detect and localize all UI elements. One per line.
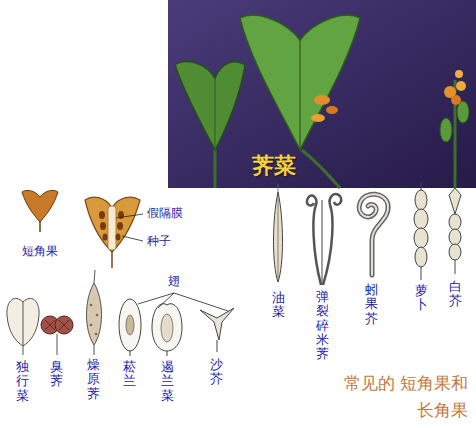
photo-ground — [168, 0, 476, 188]
seed — [314, 95, 330, 105]
bead — [449, 214, 461, 230]
species-label: 油菜 — [272, 291, 285, 320]
septum — [322, 200, 323, 285]
species-label: 弹裂碎米荠 — [316, 290, 329, 361]
bead — [415, 247, 427, 267]
coiled-valve — [323, 194, 341, 285]
silicle-figure — [22, 190, 143, 268]
bead — [449, 229, 461, 245]
bead — [414, 209, 428, 229]
part-label: 假隔膜 — [147, 206, 183, 220]
flower — [455, 70, 463, 78]
bead — [414, 228, 428, 248]
coiled-valve — [307, 196, 321, 285]
photo-title: 荠菜 — [252, 153, 296, 179]
silicle — [22, 190, 58, 222]
dot — [96, 314, 99, 317]
flower — [456, 81, 466, 91]
species-label: 萝卜 — [415, 284, 428, 313]
species-label: 蚓果芥 — [365, 283, 378, 326]
midrib — [215, 78, 216, 150]
fruit-texture — [45, 320, 69, 330]
species-label: 白芥 — [449, 280, 462, 309]
seed — [311, 114, 325, 122]
beak — [449, 188, 461, 214]
coiled-silique — [359, 194, 388, 275]
silicle — [85, 197, 140, 252]
dot — [90, 324, 93, 327]
bud — [440, 118, 452, 142]
stalk — [39, 222, 41, 232]
fruit — [87, 283, 102, 345]
stem — [214, 150, 217, 188]
midrib — [299, 40, 300, 150]
leader-line — [138, 293, 228, 311]
silique-row — [274, 182, 462, 285]
false-septum — [108, 206, 116, 250]
septum — [278, 184, 279, 280]
seed — [326, 106, 338, 114]
winged-fruit — [152, 304, 182, 351]
coiled-silique — [359, 194, 388, 275]
photo — [168, 0, 476, 188]
stalk — [130, 351, 131, 356]
winged-fruit — [119, 299, 141, 351]
species-label: 独行菜 — [16, 360, 29, 403]
species-label: 燥原荠 — [87, 358, 100, 401]
stalk — [217, 340, 218, 352]
bead — [415, 190, 427, 210]
seed — [99, 211, 105, 219]
winged-fruit — [200, 308, 234, 340]
seed — [103, 234, 108, 241]
part-label: 翅 — [168, 274, 180, 288]
silicle — [175, 62, 245, 150]
stalk — [455, 260, 456, 274]
part-label: 种子 — [147, 234, 171, 248]
dot — [90, 304, 93, 307]
flower — [451, 95, 461, 105]
fruit-type-label: 短角果 — [22, 244, 58, 258]
silicle-row — [7, 270, 234, 356]
species-label: 沙芥 — [210, 358, 223, 387]
leader-line — [116, 214, 143, 218]
fruit-line — [94, 270, 95, 355]
seed-chamber — [161, 314, 173, 342]
seed — [117, 222, 123, 230]
dot — [95, 333, 98, 336]
seed — [126, 315, 134, 335]
bud — [457, 101, 469, 123]
stem — [302, 150, 340, 188]
seed — [116, 234, 121, 241]
stalk — [111, 252, 113, 268]
bead — [449, 244, 461, 260]
stalk — [167, 351, 168, 356]
seed — [100, 222, 106, 230]
fruit-line — [23, 302, 24, 355]
leader-line — [122, 236, 143, 241]
silicle — [240, 15, 360, 150]
species-label: 遏兰菜 — [161, 360, 174, 403]
caption: 常见的 短角果和长角果 — [328, 370, 468, 424]
stalk — [57, 334, 58, 355]
species-label: 菘兰 — [123, 360, 136, 389]
species-label: 臭荠 — [50, 360, 63, 389]
